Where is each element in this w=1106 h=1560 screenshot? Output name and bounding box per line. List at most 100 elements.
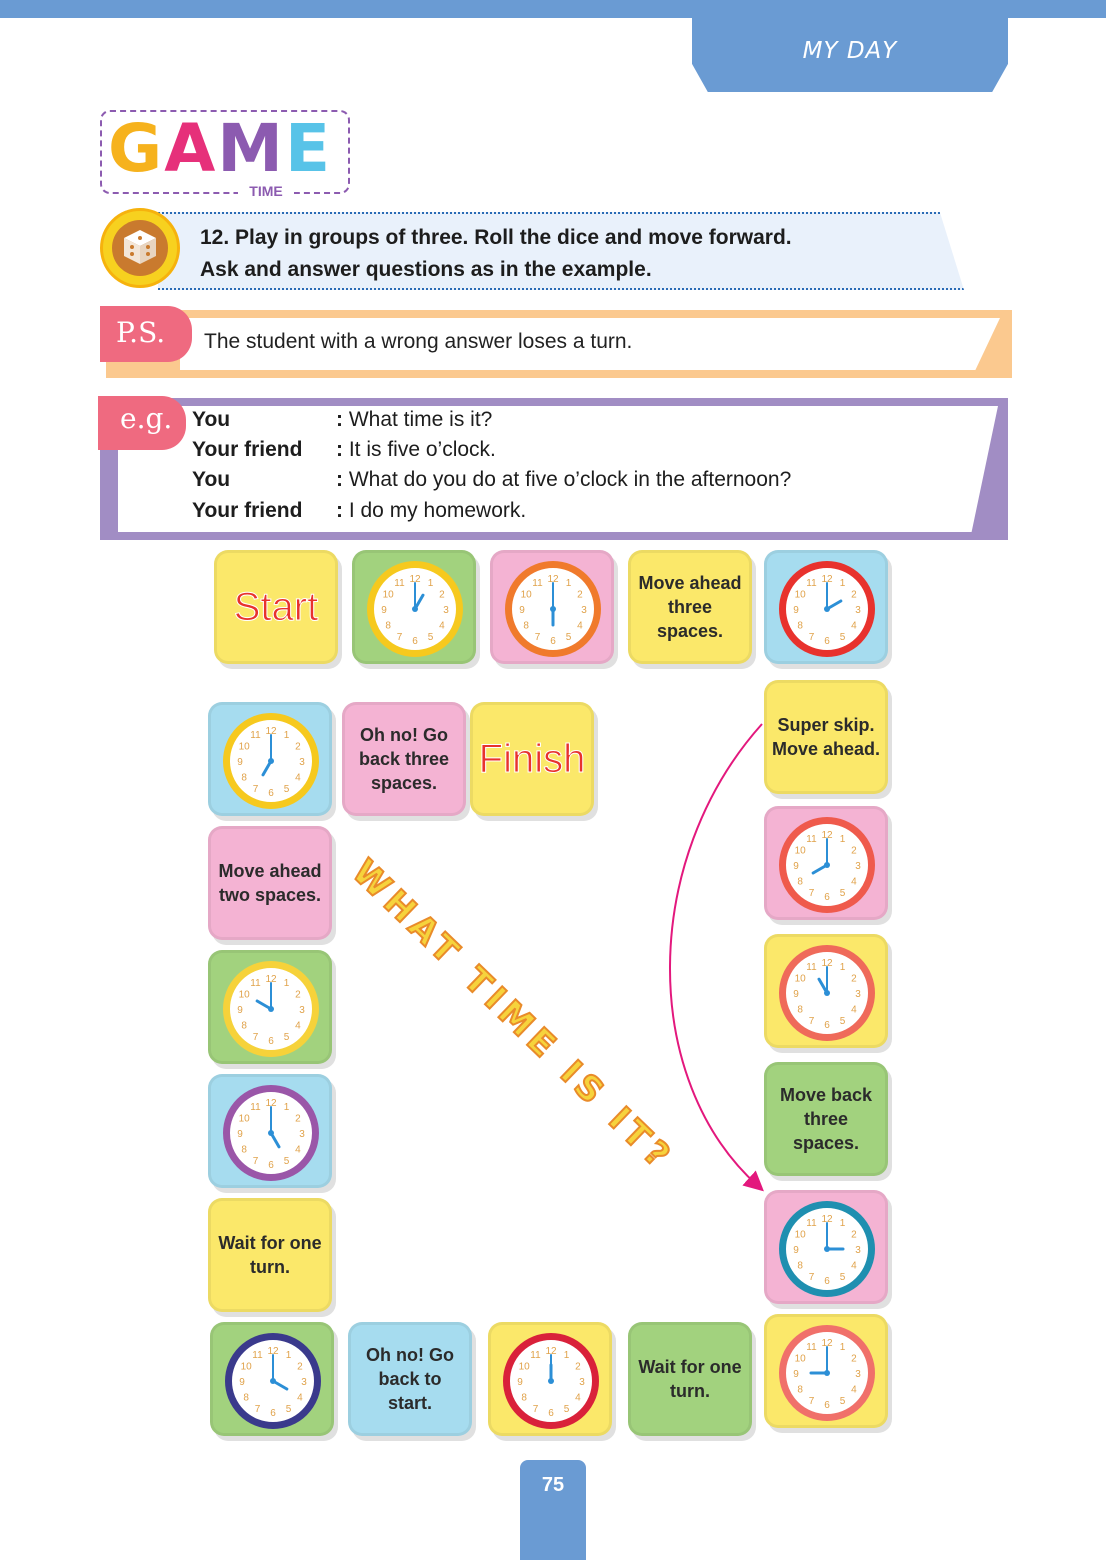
board-tile-action[interactable]: Wait for one turn. [208, 1198, 332, 1312]
board-tile-start[interactable]: Start [214, 550, 338, 664]
clock-numeral: 8 [241, 773, 247, 784]
clock-numeral: 1 [428, 578, 434, 589]
board-tile-finish[interactable]: Finish [470, 702, 594, 816]
clock-center [268, 1130, 274, 1136]
clock-numeral: 12 [545, 1346, 557, 1357]
clock-numeral: 3 [299, 757, 305, 768]
clock-numeral: 12 [821, 1338, 833, 1349]
clock-numeral: 12 [547, 574, 559, 585]
clock-numeral: 5 [840, 1396, 846, 1407]
game-time-logo-frame [100, 110, 350, 194]
board-tile-action[interactable]: Oh no! Go back to start. [348, 1322, 472, 1436]
board-tile-action[interactable]: Wait for one turn. [628, 1322, 752, 1436]
clock-numeral: 11 [806, 962, 817, 973]
clock-numeral: 12 [265, 974, 277, 985]
clock-numeral: 5 [284, 1032, 290, 1043]
tile-instruction: Move back three spaces. [779, 1085, 873, 1153]
logo-subtitle: TIME [238, 183, 294, 199]
clock-numeral: 3 [855, 1369, 861, 1380]
clock-numeral: 4 [851, 877, 857, 888]
task-instructions: 12. Play in groups of three. Roll the di… [200, 222, 792, 286]
clock-center [268, 758, 274, 764]
clock-center [268, 1006, 274, 1012]
utterance: What do you do at five o’clock in the af… [348, 468, 792, 491]
clock-numeral: 10 [795, 590, 807, 601]
utterance: What time is it? [348, 408, 493, 431]
clock-numeral: 2 [851, 1354, 857, 1365]
tile-big-label: Finish [473, 705, 591, 813]
example-inner [118, 406, 998, 532]
board-tile-action[interactable]: Oh no! Go back three spaces. [342, 702, 466, 816]
clock-numeral: 11 [806, 1218, 817, 1229]
clock-numeral: 11 [532, 578, 543, 589]
tile-big-label: Start [217, 553, 335, 661]
logo-letter: A [164, 110, 218, 187]
board-tile-action[interactable]: Move ahead three spaces. [628, 550, 752, 664]
ps-tag-label: P.S. [116, 316, 166, 349]
clock-numeral: 4 [295, 1021, 301, 1032]
clock-numeral: 2 [851, 1230, 857, 1241]
clock-numeral: 12 [821, 830, 833, 841]
dialogue-line: You: What do you do at five o’clock in t… [192, 468, 792, 491]
ps-text: The student with a wrong answer loses a … [204, 330, 633, 353]
speaker: You [192, 408, 231, 431]
clock-numeral: 3 [855, 861, 861, 872]
clock-numeral: 11 [806, 1342, 817, 1353]
board-tile-action[interactable]: Move back three spaces. [764, 1062, 888, 1176]
clock-numeral: 3 [855, 989, 861, 1000]
clock-numeral: 4 [577, 621, 583, 632]
clock-numeral: 7 [397, 632, 403, 643]
top-bar [0, 0, 1106, 18]
clock-numeral: 8 [797, 1385, 803, 1396]
board-tile-action[interactable]: Super skip. Move ahead. [764, 680, 888, 794]
clock-numeral: 12 [265, 726, 277, 737]
clock-center [824, 606, 830, 612]
clock-numeral: 9 [239, 1377, 245, 1388]
clock-numeral: 1 [840, 834, 846, 845]
dice-icon [112, 220, 168, 276]
clock-numeral: 5 [840, 1016, 846, 1027]
clock-numeral: 4 [851, 1385, 857, 1396]
board-tile-action[interactable]: Move ahead two spaces. [208, 826, 332, 940]
clock-numeral: 4 [297, 1393, 303, 1404]
clock-numeral: 5 [840, 888, 846, 899]
clock-numeral: 2 [851, 974, 857, 985]
clock-numeral: 9 [519, 605, 525, 616]
clock-numeral: 6 [824, 892, 830, 903]
clock-numeral: 4 [439, 621, 445, 632]
clock-numeral: 11 [250, 978, 261, 989]
clock-numeral: 6 [548, 1408, 554, 1419]
tile-instruction: Super skip. Move ahead. [771, 715, 881, 759]
clock-numeral: 2 [577, 590, 583, 601]
ps-tag [100, 306, 192, 362]
clock-numeral: 6 [824, 636, 830, 647]
clock-numeral: 12 [265, 1098, 277, 1109]
clock-numeral: 9 [237, 1005, 243, 1016]
tile-instruction: Oh no! Go back three spaces. [358, 725, 450, 793]
clock-numeral: 3 [301, 1377, 307, 1388]
clock-numeral: 11 [394, 578, 405, 589]
clock-numeral: 10 [383, 590, 395, 601]
ps-inner [180, 318, 1000, 370]
clock-numeral: 2 [439, 590, 445, 601]
clock-numeral: 11 [250, 730, 261, 741]
